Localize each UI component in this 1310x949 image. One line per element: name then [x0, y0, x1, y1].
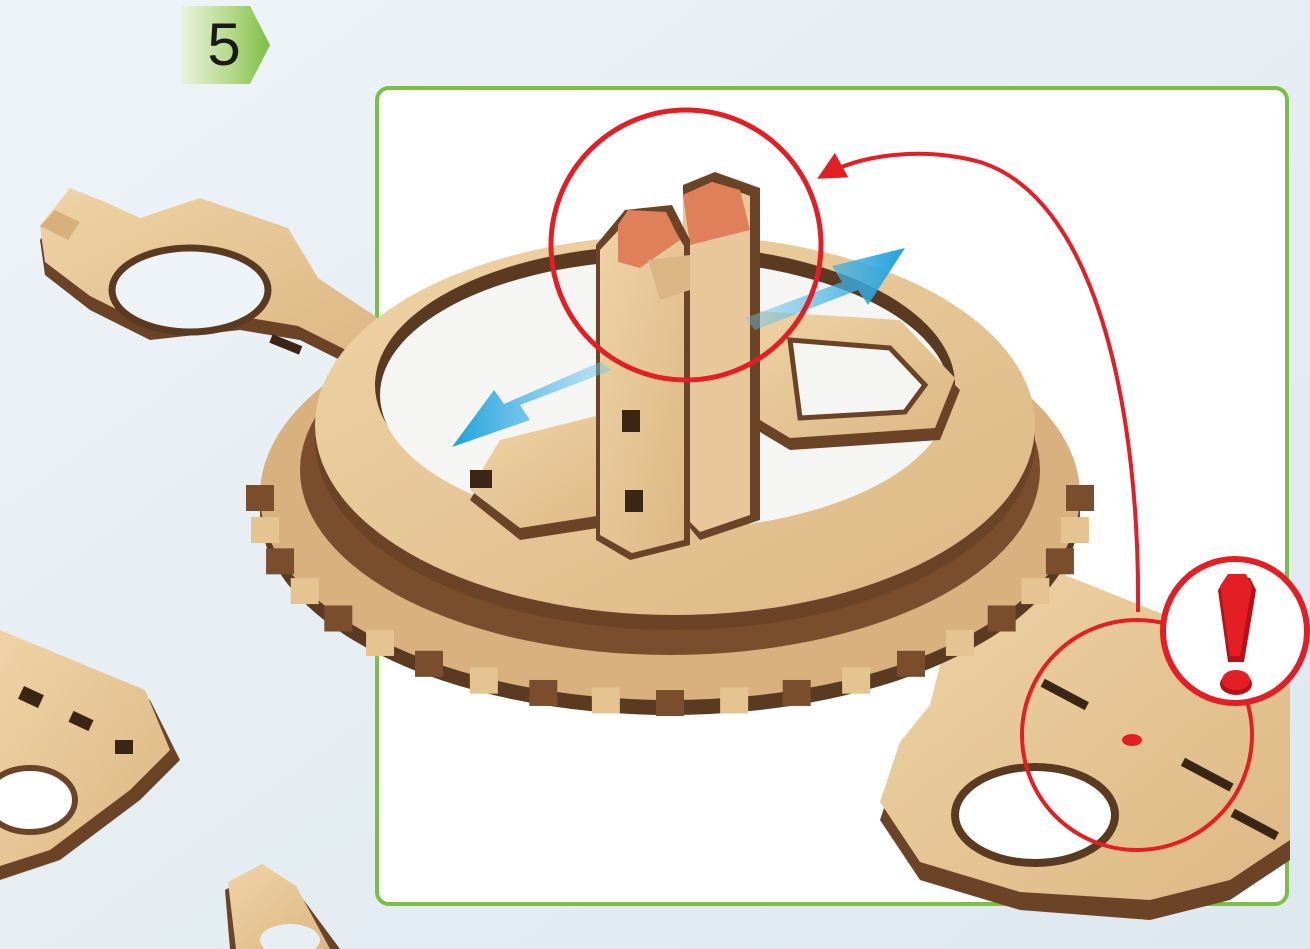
- gear-tooth: [842, 668, 870, 694]
- step-badge: 5: [182, 6, 270, 84]
- vertical-posts: [596, 172, 760, 560]
- gear-tooth: [470, 668, 498, 694]
- gear-tooth: [1021, 578, 1049, 604]
- alignment-dot: [1122, 734, 1142, 746]
- gear-tooth: [246, 485, 274, 511]
- gear-tooth: [1066, 485, 1094, 511]
- gear-tooth: [266, 548, 294, 574]
- gear-tooth: [529, 680, 557, 706]
- gear-tooth: [324, 605, 352, 631]
- gear-tooth: [656, 690, 684, 716]
- warning-badge: [1163, 559, 1307, 703]
- beam-hole-right: [955, 767, 1115, 863]
- gear-tooth: [1046, 548, 1074, 574]
- step-number: 5: [192, 10, 256, 80]
- gear-tooth: [946, 630, 974, 656]
- gear-tooth: [897, 651, 925, 677]
- gear-tooth: [988, 605, 1016, 631]
- gear-tooth: [1061, 517, 1089, 543]
- gear-tooth: [783, 680, 811, 706]
- gear-tooth: [592, 687, 620, 713]
- gear-tooth: [415, 651, 443, 677]
- beam-hole-left: [112, 248, 268, 332]
- gear-tooth: [720, 687, 748, 713]
- gear-tooth: [251, 517, 279, 543]
- gear-tooth: [366, 630, 394, 656]
- gear-tooth: [291, 578, 319, 604]
